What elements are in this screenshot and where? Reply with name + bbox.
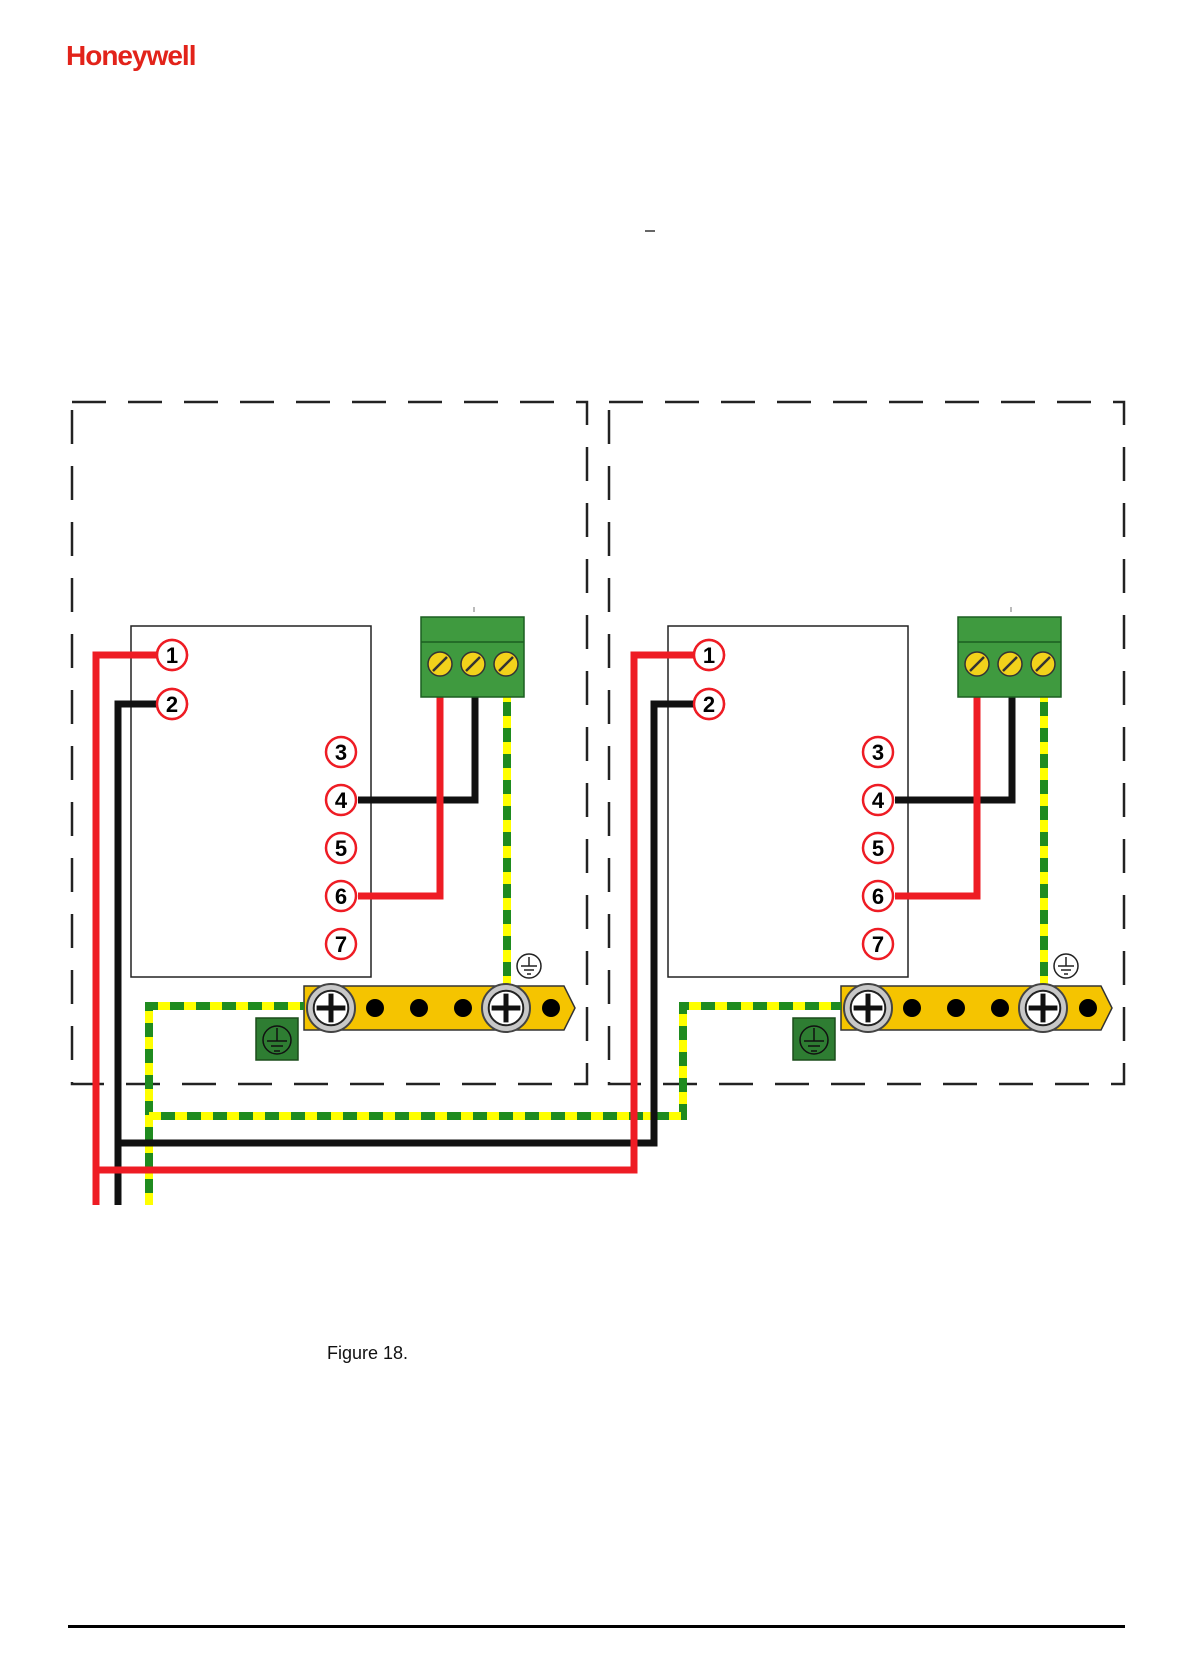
earth-tag-icon <box>793 1018 835 1060</box>
connector-block <box>958 607 1061 697</box>
connector-screw <box>1031 652 1055 676</box>
connector-screw <box>428 652 452 676</box>
terminal-4: 4 <box>863 785 893 815</box>
earth-bar-screw <box>1019 984 1067 1032</box>
earth-bar-hole <box>947 999 965 1017</box>
terminal-5: 5 <box>863 833 893 863</box>
earth-tag-icon <box>256 1018 298 1060</box>
detector-panel-2: 1 2 3 4 5 6 7 <box>609 402 1124 1084</box>
earth-bar-hole <box>454 999 472 1017</box>
terminal-2-overlay: 2 <box>694 689 724 719</box>
earth-bar-hole <box>410 999 428 1017</box>
earth-bar-screw <box>482 984 530 1032</box>
terminal-1-overlay: 1 <box>694 640 724 670</box>
earth-symbol-icon <box>1054 954 1078 978</box>
earth-bar-hole <box>366 999 384 1017</box>
terminal-7: 7 <box>326 929 356 959</box>
connector-screw <box>494 652 518 676</box>
connector-screw <box>998 652 1022 676</box>
terminal-3: 3 <box>326 737 356 767</box>
terminal-number-label: 3 <box>335 740 347 765</box>
detector-panel-1: 1 2 3 4 5 6 7 <box>72 402 587 1084</box>
terminal-number-label: 1 <box>166 643 178 668</box>
terminal-5: 5 <box>326 833 356 863</box>
connector-screw <box>461 652 485 676</box>
terminal-number-label: 6 <box>335 884 347 909</box>
terminal-number-label: 1 <box>703 643 715 668</box>
terminal-4: 4 <box>326 785 356 815</box>
terminal-3: 3 <box>863 737 893 767</box>
connector-screw <box>965 652 989 676</box>
terminal-number-label: 6 <box>872 884 884 909</box>
terminal-number-label: 2 <box>703 692 715 717</box>
terminal-number-label: 2 <box>166 692 178 717</box>
terminal-number-label: 5 <box>872 836 884 861</box>
earth-bar-screw <box>307 984 355 1032</box>
earth-bar-hole <box>903 999 921 1017</box>
earth-bar-hole <box>542 999 560 1017</box>
terminal-2-overlay: 2 <box>157 689 187 719</box>
terminal-1-overlay: 1 <box>157 640 187 670</box>
terminal-number-label: 7 <box>335 932 347 957</box>
terminal-number-label: 5 <box>335 836 347 861</box>
terminal-6: 6 <box>863 881 893 911</box>
earth-bar-hole <box>991 999 1009 1017</box>
footer-rule <box>68 1625 1125 1628</box>
terminal-number-label: 3 <box>872 740 884 765</box>
earth-bar-screw <box>844 984 892 1032</box>
connector-block <box>421 607 524 697</box>
terminal-number-label: 4 <box>335 788 348 813</box>
terminal-number-label: 4 <box>872 788 885 813</box>
terminal-7: 7 <box>863 929 893 959</box>
figure-caption: Figure 18. <box>327 1343 408 1364</box>
earth-symbol-icon <box>517 954 541 978</box>
earth-bar-hole <box>1079 999 1097 1017</box>
terminal-6: 6 <box>326 881 356 911</box>
terminal-number-label: 7 <box>872 932 884 957</box>
